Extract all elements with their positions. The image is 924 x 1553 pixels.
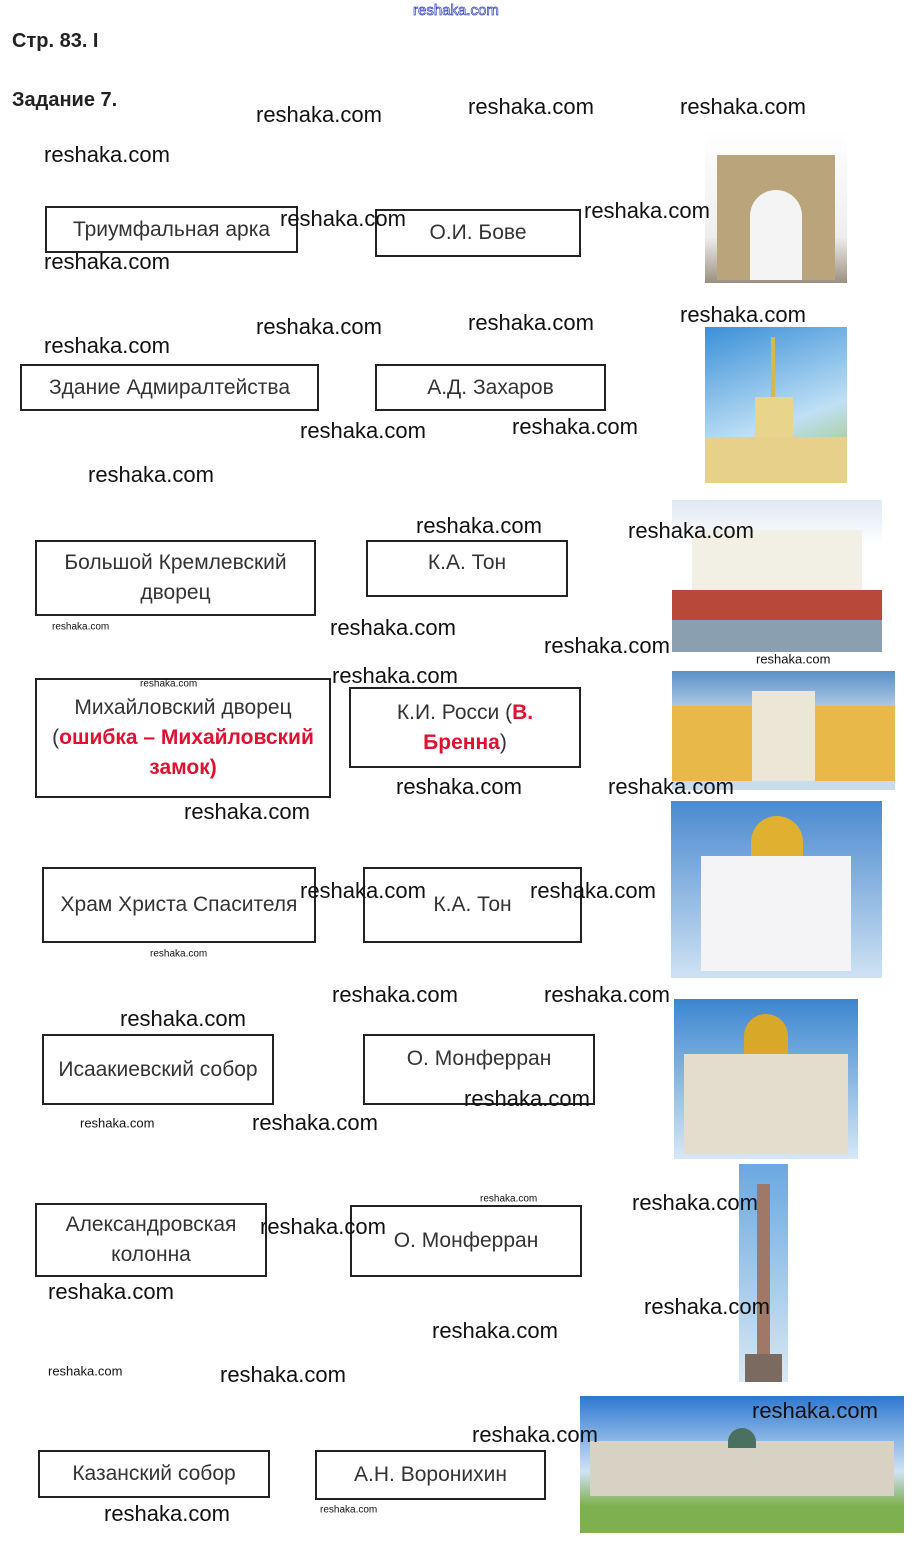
- watermark: reshaka.com: [584, 198, 710, 223]
- building-box-2: Здание Адмиралтейства: [20, 364, 319, 411]
- building-box-3: Большой Кремлевский дворец: [35, 540, 316, 616]
- watermark: reshaka.com: [184, 799, 310, 824]
- watermark: reshaka.com: [752, 1398, 878, 1423]
- watermark: reshaka.com: [300, 418, 426, 443]
- paren: ): [499, 730, 507, 754]
- watermark: reshaka.com: [396, 774, 522, 799]
- watermark: reshaka.com: [480, 1193, 538, 1205]
- architect-box-5: К.А. Тон: [363, 867, 582, 943]
- watermark: reshaka.com: [544, 982, 670, 1007]
- watermark: reshaka.com: [680, 94, 806, 119]
- watermark: reshaka.com: [464, 1086, 590, 1111]
- watermark: reshaka.com: [628, 518, 754, 543]
- grand-kremlin-palace-image: [672, 500, 882, 652]
- watermark: reshaka.com: [608, 774, 734, 799]
- watermark: reshaka.com: [44, 142, 170, 167]
- watermark: reshaka.com: [48, 1279, 174, 1304]
- building-box-7: Александровская колонна: [35, 1203, 267, 1277]
- watermark: reshaka.com: [468, 94, 594, 119]
- watermark: reshaka.com: [52, 621, 110, 633]
- watermark: reshaka.com: [756, 651, 831, 667]
- watermark: reshaka.com: [150, 948, 208, 960]
- architect-name: К.И. Росси (: [396, 700, 513, 724]
- architect-box-6: О. Монферран: [363, 1034, 595, 1105]
- paren: (: [52, 726, 60, 749]
- architect-correction: В. Бренна: [423, 700, 534, 754]
- st-isaac-cathedral-image: [674, 999, 858, 1159]
- watermark: reshaka.com: [140, 678, 198, 690]
- watermark: reshaka.com: [256, 314, 382, 339]
- architect-box-2: А.Д. Захаров: [375, 364, 606, 411]
- watermark: reshaka.com: [680, 302, 806, 327]
- watermark: reshaka.com: [44, 333, 170, 358]
- architect-box-8: А.Н. Воронихин: [315, 1450, 546, 1500]
- building-box-8: Казанский собор: [38, 1450, 270, 1498]
- watermark: reshaka.com: [416, 513, 542, 538]
- architect-box-4: К.И. Росси (В. Бренна): [349, 687, 581, 768]
- building-name: Михайловский дворец: [74, 696, 292, 719]
- architect-box-3: К.А. Тон: [366, 540, 568, 597]
- watermark: reshaka.com: [120, 1006, 246, 1031]
- watermark: reshaka.com: [644, 1294, 770, 1319]
- mikhailovsky-image: [672, 671, 895, 790]
- watermark: reshaka.com: [48, 1363, 123, 1379]
- watermark: reshaka.com: [530, 878, 656, 903]
- watermark: reshaka.com: [220, 1362, 346, 1387]
- architect-box-1: О.И. Бове: [375, 209, 581, 257]
- watermark: reshaka.com: [280, 206, 406, 231]
- watermark: reshaka.com: [104, 1501, 230, 1526]
- watermark: reshaka.com: [632, 1190, 758, 1215]
- kazan-cathedral-image: [580, 1396, 904, 1533]
- watermark: reshaka.com: [332, 982, 458, 1007]
- task-title: Задание 7.: [12, 89, 118, 111]
- watermark: reshaka.com: [432, 1318, 558, 1343]
- triumphal-arch-image: [705, 130, 847, 283]
- building-correction: (ошибка – Михайловский замок): [37, 723, 329, 783]
- admiralty-image: [705, 327, 847, 483]
- building-box-6: Исаакиевский собор: [42, 1034, 274, 1105]
- top-watermark: reshaka.com: [413, 2, 500, 20]
- watermark: reshaka.com: [544, 633, 670, 658]
- watermark: reshaka.com: [330, 615, 456, 640]
- architect-box-7: О. Монферран: [350, 1205, 582, 1277]
- watermark: reshaka.com: [472, 1422, 598, 1447]
- alexander-column-image: [739, 1164, 788, 1382]
- watermark: reshaka.com: [320, 1504, 378, 1516]
- building-box-1: Триумфальная арка: [45, 206, 298, 253]
- correction-text: ошибка – Михайловский замок): [59, 726, 314, 779]
- watermark: reshaka.com: [260, 1214, 386, 1239]
- watermark: reshaka.com: [256, 102, 382, 127]
- watermark: reshaka.com: [252, 1110, 378, 1135]
- cathedral-christ-saviour-image: [671, 801, 882, 978]
- watermark: reshaka.com: [512, 414, 638, 439]
- watermark: reshaka.com: [44, 249, 170, 274]
- page-reference: Стр. 83. I: [12, 30, 99, 52]
- watermark: reshaka.com: [300, 878, 426, 903]
- building-box-5: Храм Христа Спасителя: [42, 867, 316, 943]
- watermark: reshaka.com: [332, 663, 458, 688]
- watermark: reshaka.com: [468, 310, 594, 335]
- watermark: reshaka.com: [88, 462, 214, 487]
- building-box-4: Михайловский дворец (ошибка – Михайловск…: [35, 678, 331, 798]
- watermark: reshaka.com: [80, 1115, 155, 1131]
